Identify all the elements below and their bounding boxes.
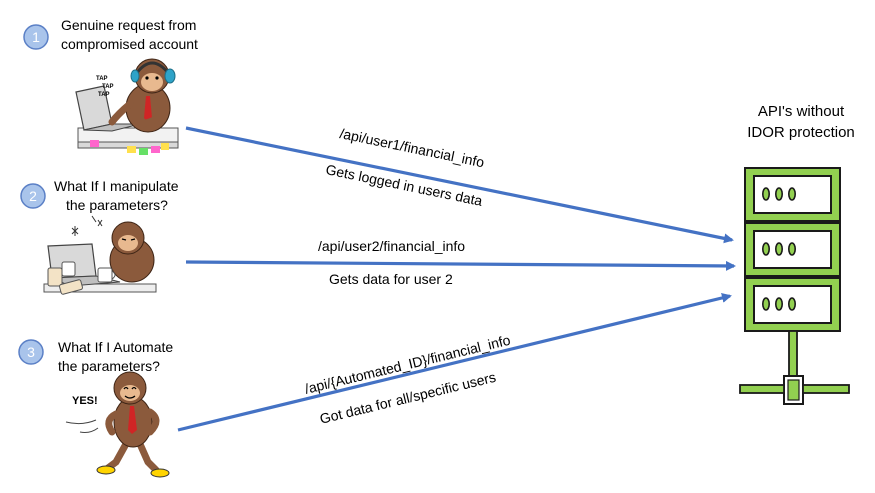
request-arrow-3 [177,293,732,432]
server-title-line2: IDOR protection [747,124,855,141]
step-2-label-line1: What If I manipulate [54,178,179,194]
result-label-2: Gets data for user 2 [329,271,453,287]
step-number-2: 2 [29,188,37,204]
tap-word-2: TAP [102,84,114,90]
step-2-label-line2: the parameters? [66,197,168,213]
step-1-label-line2: compromised account [61,36,198,52]
step-number-1: 1 [32,29,40,45]
endpoint-label-2: /api/user2/financial_info [318,238,466,254]
step-badge-2: 2 [20,183,46,209]
cheering-monkey-icon: YES! [65,371,170,478]
server-title-line1: API's without [757,103,845,120]
step-3-label-line2: the parameters? [58,358,160,374]
request-arrow-1 [185,126,734,244]
tap-word-3: TAP [98,92,110,98]
tap-word-1: TAP [96,76,108,82]
step-1-label-line1: Genuine request from [61,17,197,33]
yes-exclamation: YES! [72,395,98,407]
server-rack-icon [739,167,850,405]
monkey-typing-on-laptop-icon: TAP TAP TAP [75,58,179,155]
request-arrow-2 [185,260,736,271]
tired-monkey-with-coffee-icon [43,215,157,295]
step-badge-3: 3 [18,339,44,365]
step-number-3: 3 [27,344,35,360]
step-badge-1: 1 [23,24,49,50]
step-3-label-line1: What If I Automate [58,339,174,355]
